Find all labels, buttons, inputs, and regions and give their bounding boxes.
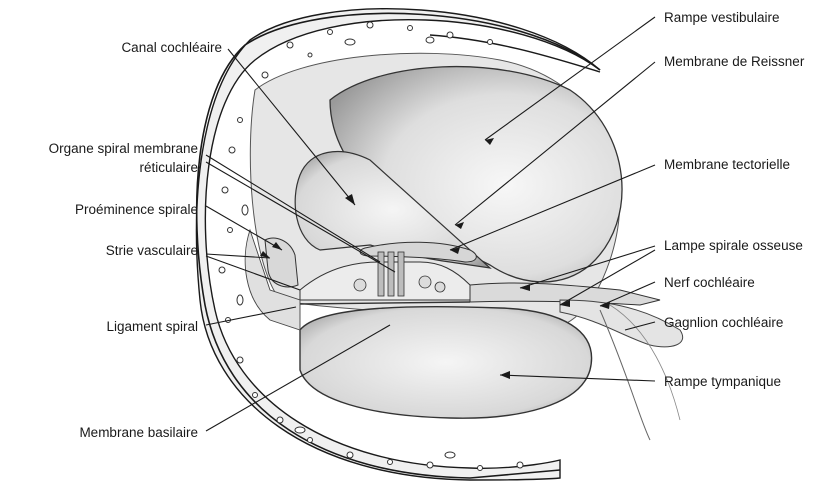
label-ligament-spiral: Ligament spiral: [106, 319, 198, 335]
label-lampe-spirale-osseuse: Lampe spirale osseuse: [664, 238, 803, 254]
label-proeminence-spirale: Proéminence spirale: [75, 202, 198, 218]
label-organe-spiral-line1: Organe spiral membrane: [49, 141, 198, 157]
label-rampe-vestibulaire: Rampe vestibulaire: [664, 10, 780, 26]
label-gagnlion-cochleaire: Gagnlion cochléaire: [664, 315, 783, 331]
label-membrane-reissner: Membrane de Reissner: [664, 54, 804, 70]
label-organe-spiral-line2: réticulaire: [139, 160, 198, 176]
label-membrane-basilaire: Membrane basilaire: [79, 425, 198, 441]
label-rampe-tympanique: Rampe tympanique: [664, 374, 781, 390]
label-membrane-tectorielle: Membrane tectorielle: [664, 157, 790, 173]
scala-tympani: [300, 307, 592, 419]
label-strie-vasculaire: Strie vasculaire: [106, 243, 198, 259]
label-canal-cochleaire: Canal cochléaire: [121, 40, 222, 56]
label-nerf-cochleaire: Nerf cochléaire: [664, 275, 755, 291]
